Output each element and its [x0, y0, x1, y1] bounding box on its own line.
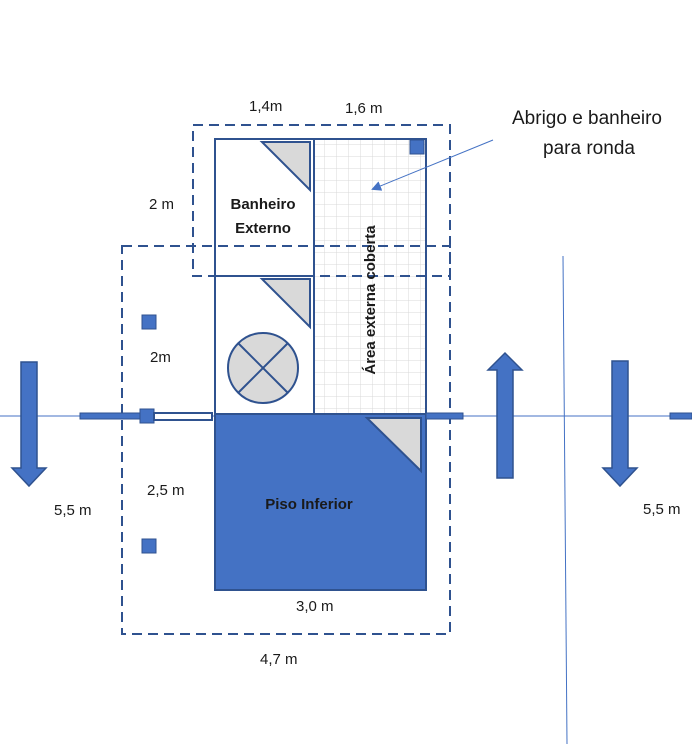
bathroom-label-line2: Externo: [235, 220, 291, 237]
covered-area-label: Área externa coberta: [362, 225, 379, 375]
dim-bottom-outer: 4,7 m: [260, 651, 298, 668]
beam-segment: [425, 412, 464, 420]
pillar-square-icon: [141, 314, 157, 330]
dim-left-lower: 2,5 m: [147, 482, 185, 499]
dim-outer-right: 5,5 m: [643, 501, 681, 518]
bathroom-label-line1: Banheiro: [230, 196, 295, 213]
dim-left-middle: 2m: [150, 349, 171, 366]
stair-triangle-icon: [259, 141, 311, 193]
arrow-up-icon: [486, 351, 524, 479]
dim-top-right: 1,6 m: [345, 100, 383, 117]
arrow-down-icon: [601, 360, 639, 488]
shelter-dashed-boundary: [192, 124, 451, 277]
circle-x-icon: [227, 332, 299, 404]
pillar-square-icon: [139, 408, 155, 424]
window-segment: [153, 412, 213, 421]
dim-top-left: 1,4m: [249, 98, 282, 115]
dim-bottom-inner: 3,0 m: [296, 598, 334, 615]
callout-line1: Abrigo e banheiro: [512, 108, 662, 129]
beam-segment: [669, 412, 692, 420]
vertical-axis-line: [562, 255, 568, 744]
stair-triangle-icon: [259, 278, 311, 330]
stair-triangle-icon: [364, 417, 422, 474]
pillar-square-icon: [141, 538, 157, 554]
beam-segment: [79, 412, 141, 420]
callout-pointer-arrow: [371, 139, 494, 191]
arrow-down-icon: [10, 361, 48, 488]
callout-line2: para ronda: [543, 138, 635, 159]
lower-floor-label: Piso Inferior: [265, 496, 353, 513]
dim-left-upper: 2 m: [149, 196, 174, 213]
dim-outer-left: 5,5 m: [54, 502, 92, 519]
pillar-square-icon: [409, 139, 425, 155]
outer-dashed-boundary: [121, 245, 451, 635]
lower-floor-block: [214, 413, 427, 591]
